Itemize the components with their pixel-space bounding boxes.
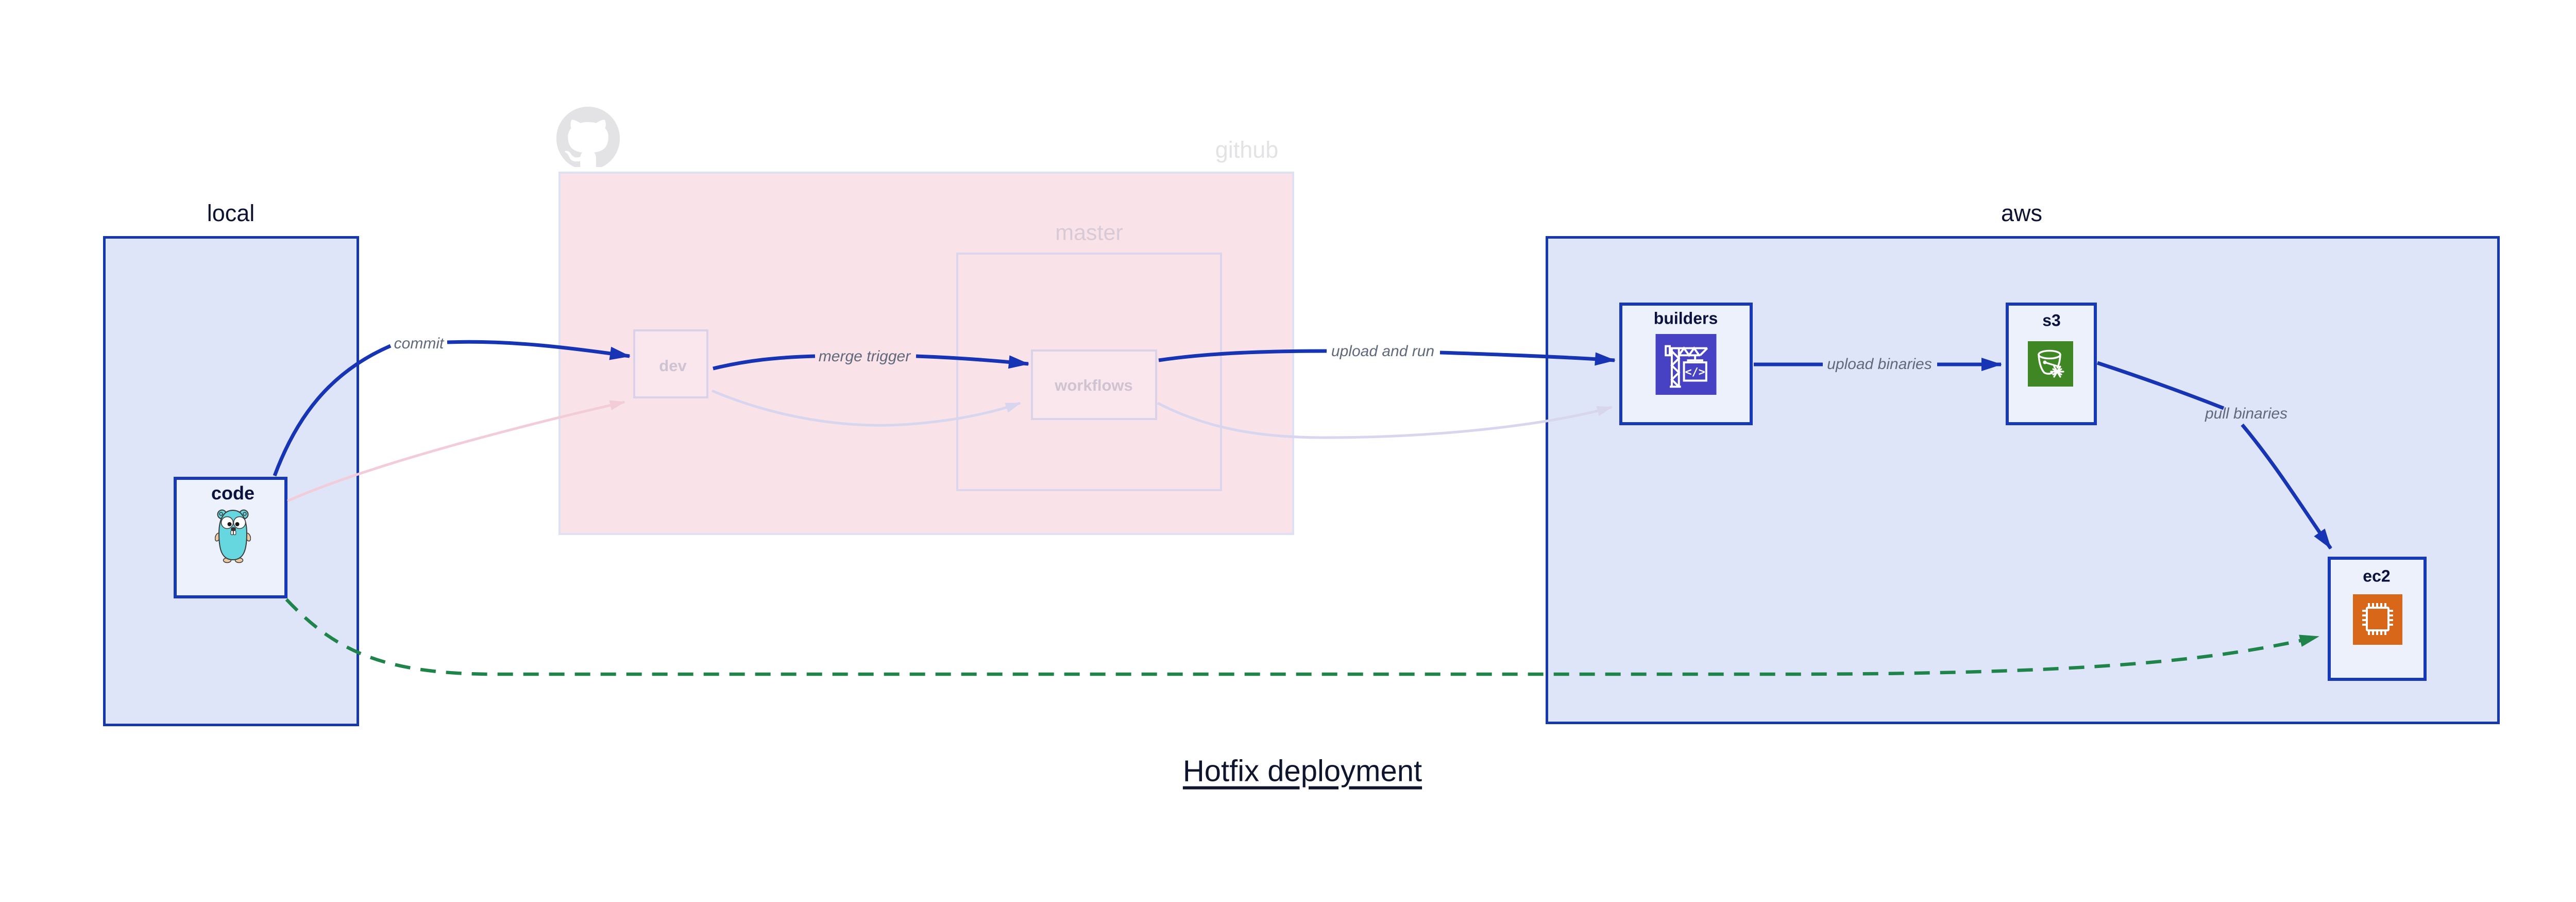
edge-pull-binaries-label: pull binaries xyxy=(2205,405,2288,422)
aws-s3-bucket-icon xyxy=(2028,341,2073,387)
node-dev-box xyxy=(633,329,708,398)
edge-hotfix-dashed xyxy=(285,598,2319,676)
group-github-label: github xyxy=(1215,137,1279,163)
edge-commit-label: commit xyxy=(394,335,444,352)
go-gopher-icon xyxy=(215,509,251,563)
aws-ec2-chip-icon xyxy=(2353,594,2402,645)
group-master-label: master xyxy=(1055,220,1123,245)
edge-upload-and-run xyxy=(1158,349,1616,366)
node-builders-label: builders xyxy=(1653,309,1718,328)
node-workflows-label: workflows xyxy=(1055,376,1133,394)
diagram-title: Hotfix deployment xyxy=(1182,754,1422,788)
group-aws-label: aws xyxy=(2001,200,2043,226)
node-s3-label: s3 xyxy=(2042,311,2061,330)
edge-commit xyxy=(273,340,631,477)
edge-dev-to-workflows-faded xyxy=(711,389,1021,427)
edge-merge-trigger-label: merge trigger xyxy=(818,348,911,365)
node-dev-label: dev xyxy=(659,357,687,375)
node-workflows-box xyxy=(1031,349,1157,420)
edge-pull-binaries xyxy=(2096,361,2332,550)
node-ec2-label: ec2 xyxy=(2363,566,2391,586)
edge-upload-and-run-label: upload and run xyxy=(1331,343,1435,360)
edge-workflows-to-builders-faded xyxy=(1157,402,1613,439)
edge-upload-binaries-label: upload binaries xyxy=(1827,356,1932,373)
edge-code-to-dev-faded xyxy=(286,400,625,503)
node-code-label: code xyxy=(211,482,255,504)
group-master-box xyxy=(956,253,1222,491)
aws-codebuild-crane-icon: </> xyxy=(1655,334,1717,395)
svg-text:</>: </> xyxy=(1685,366,1705,379)
group-local-label: local xyxy=(207,200,255,226)
github-octocat-logo-icon xyxy=(556,107,620,167)
edge-merge-trigger xyxy=(713,354,1029,371)
